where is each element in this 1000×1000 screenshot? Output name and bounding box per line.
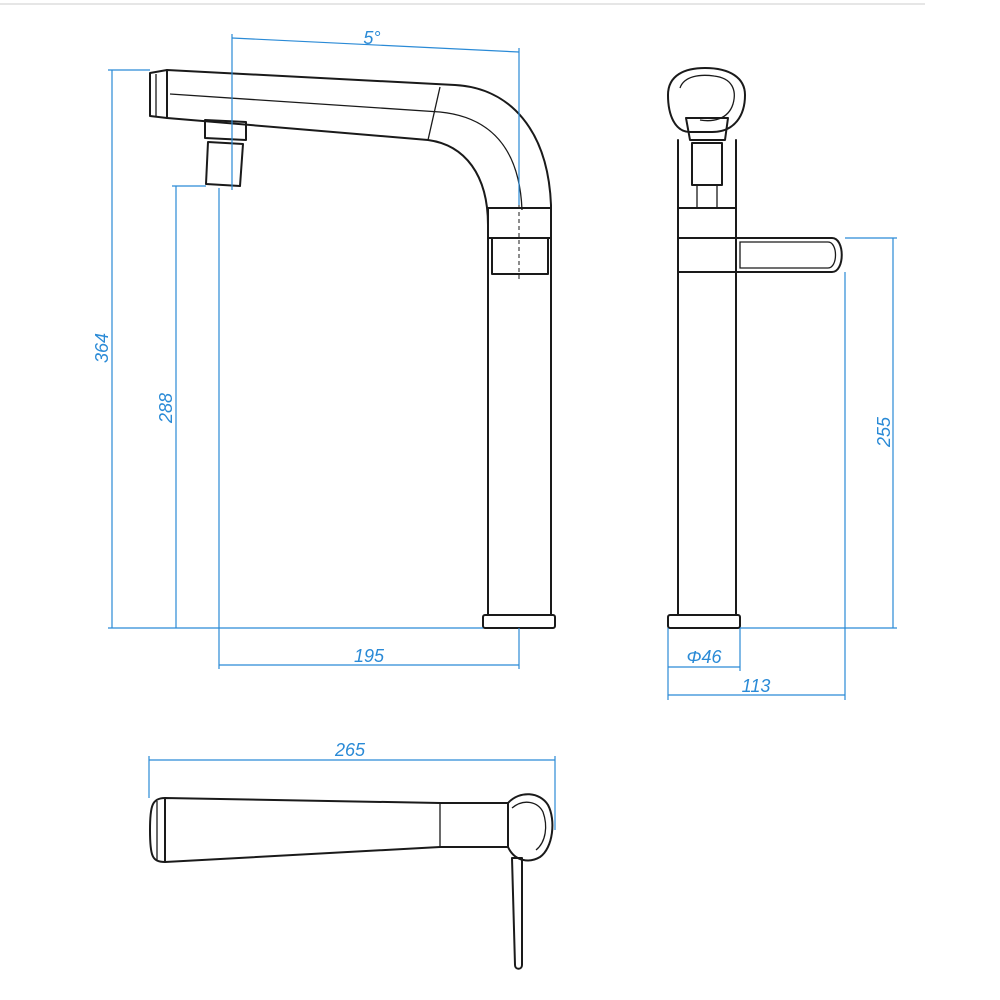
lever-handle <box>677 237 843 273</box>
spout-top-end <box>149 797 166 863</box>
spout-inner-line <box>169 93 523 211</box>
column-side <box>677 139 737 616</box>
lever-inner <box>739 241 837 269</box>
lever-hub <box>491 237 549 275</box>
height-label: 364 <box>92 333 112 363</box>
lever-top <box>511 857 523 970</box>
head-shell <box>667 67 746 133</box>
base-flange <box>482 614 556 629</box>
reach-label: 195 <box>354 646 385 666</box>
front-view: 5° 364 288 195 <box>92 28 556 669</box>
side-view: 255 Φ46 113 <box>667 67 897 700</box>
outlet-nozzle-side <box>691 142 723 186</box>
angle-label: 5° <box>363 28 380 48</box>
outlet-nozzle <box>205 141 244 187</box>
lever-height-label: 255 <box>874 416 894 448</box>
depth-label: 113 <box>742 676 771 696</box>
outlet-height-label: 288 <box>156 393 176 424</box>
band-side <box>677 207 737 239</box>
head-inner <box>679 74 735 122</box>
aerator-cap <box>149 69 168 119</box>
head-top-inner <box>511 801 547 851</box>
spout-body <box>166 69 552 616</box>
spout-seam <box>427 86 441 141</box>
length-label: 265 <box>334 740 366 760</box>
diameter-label: Φ46 <box>686 647 722 667</box>
angle-dimension-line <box>231 37 520 53</box>
spout-top-body <box>164 797 509 863</box>
base-flange-side <box>667 614 741 629</box>
outlet-collar-side <box>685 117 729 141</box>
top-view: 265 <box>148 740 556 970</box>
